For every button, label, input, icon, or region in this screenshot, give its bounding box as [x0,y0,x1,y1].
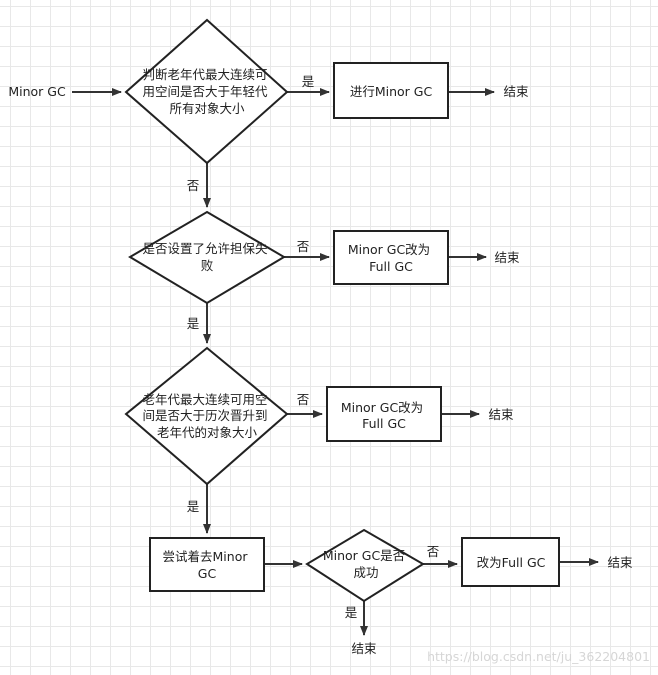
decision-2-line-1: 是否设置了允许担保失 [143,241,269,256]
d4-yes-label: 是 [345,605,358,620]
svg-text:Minor GC改为 Full GC: Minor GC改为 Full GC [348,242,434,274]
process-2-line-2: Full GC [369,259,413,274]
process-4: 尝试着去Minor GC [149,537,265,592]
connectors [72,88,599,636]
decision-4: Minor GC是否 成功 [305,528,425,603]
process-3-line-1: Minor GC改为 [341,400,423,415]
d1-no-label: 否 [187,178,200,193]
process-5-text: 改为Full GC [477,555,546,570]
decision-1-line-2: 用空间是否大于年轻代 [143,84,269,99]
decision-4-line-2: 成功 [353,565,378,580]
process-3-line-2: Full GC [362,416,406,431]
decision-3-line-3: 老年代的对象大小 [157,425,258,440]
decision-1: 判断老年代最大连续可 用空间是否大于年轻代 所有对象大小 [124,18,289,165]
d4-no-label: 否 [427,544,440,559]
process-1-text: 进行Minor GC [350,84,433,99]
decision-4-line-1: Minor GC是否 [323,548,405,563]
svg-text:判断老年代最大连续可 用空间是否大于年轻代: 判断老年代最大连续可 用空间是否大于年轻代 所有对象大小 [143,67,272,116]
end-label-2: 结束 [494,250,520,265]
decision-3: 老年代最大连续可用空 间是否大于历次晋升到 老年代的对象大小 [124,346,289,486]
process-4-line-1: 尝试着去Minor [163,549,249,564]
end-label-1: 结束 [503,84,529,99]
d3-yes-label: 是 [187,499,200,514]
svg-text:老年代最大连续可用空 间是否大于历次晋升到: 老年代最大连续可用空 间是否大于历次晋升到 老年代的对象大小 [143,392,272,440]
d1-yes-label: 是 [302,74,315,89]
process-5: 改为Full GC [461,537,560,587]
process-4-line-2: GC [198,566,217,581]
d2-no-label: 否 [297,239,310,254]
decision-2: 是否设置了允许担保失 败 [128,210,286,305]
process-2-line-1: Minor GC改为 [348,242,430,257]
svg-text:Minor GC是否 成功: Minor GC是否 成功 [323,548,409,580]
d3-no-label: 否 [297,392,310,407]
process-2: Minor GC改为 Full GC [333,230,449,285]
watermark: https://blog.csdn.net/ju_362204801 [427,649,650,664]
end-label-4: 结束 [607,555,633,570]
d2-yes-label: 是 [187,316,200,331]
decision-3-line-2: 间是否大于历次晋升到 [143,408,268,423]
end-label-5: 结束 [351,641,377,656]
process-1: 进行Minor GC [333,62,449,119]
process-3: Minor GC改为 Full GC [326,386,442,442]
svg-text:是否设置了允许担保失 败: 是否设置了允许担保失 败 [143,241,272,273]
svg-text:尝试着去Minor GC: 尝试着去Minor GC [163,549,252,581]
decision-3-line-1: 老年代最大连续可用空 [143,392,268,407]
start-label: Minor GC [8,84,66,99]
svg-text:Minor GC改为 Full GC: Minor GC改为 Full GC [341,400,427,431]
decision-1-line-1: 判断老年代最大连续可 [143,67,268,82]
decision-1-line-3: 所有对象大小 [169,101,245,116]
end-label-3: 结束 [488,407,514,422]
decision-2-line-2: 败 [201,258,214,273]
